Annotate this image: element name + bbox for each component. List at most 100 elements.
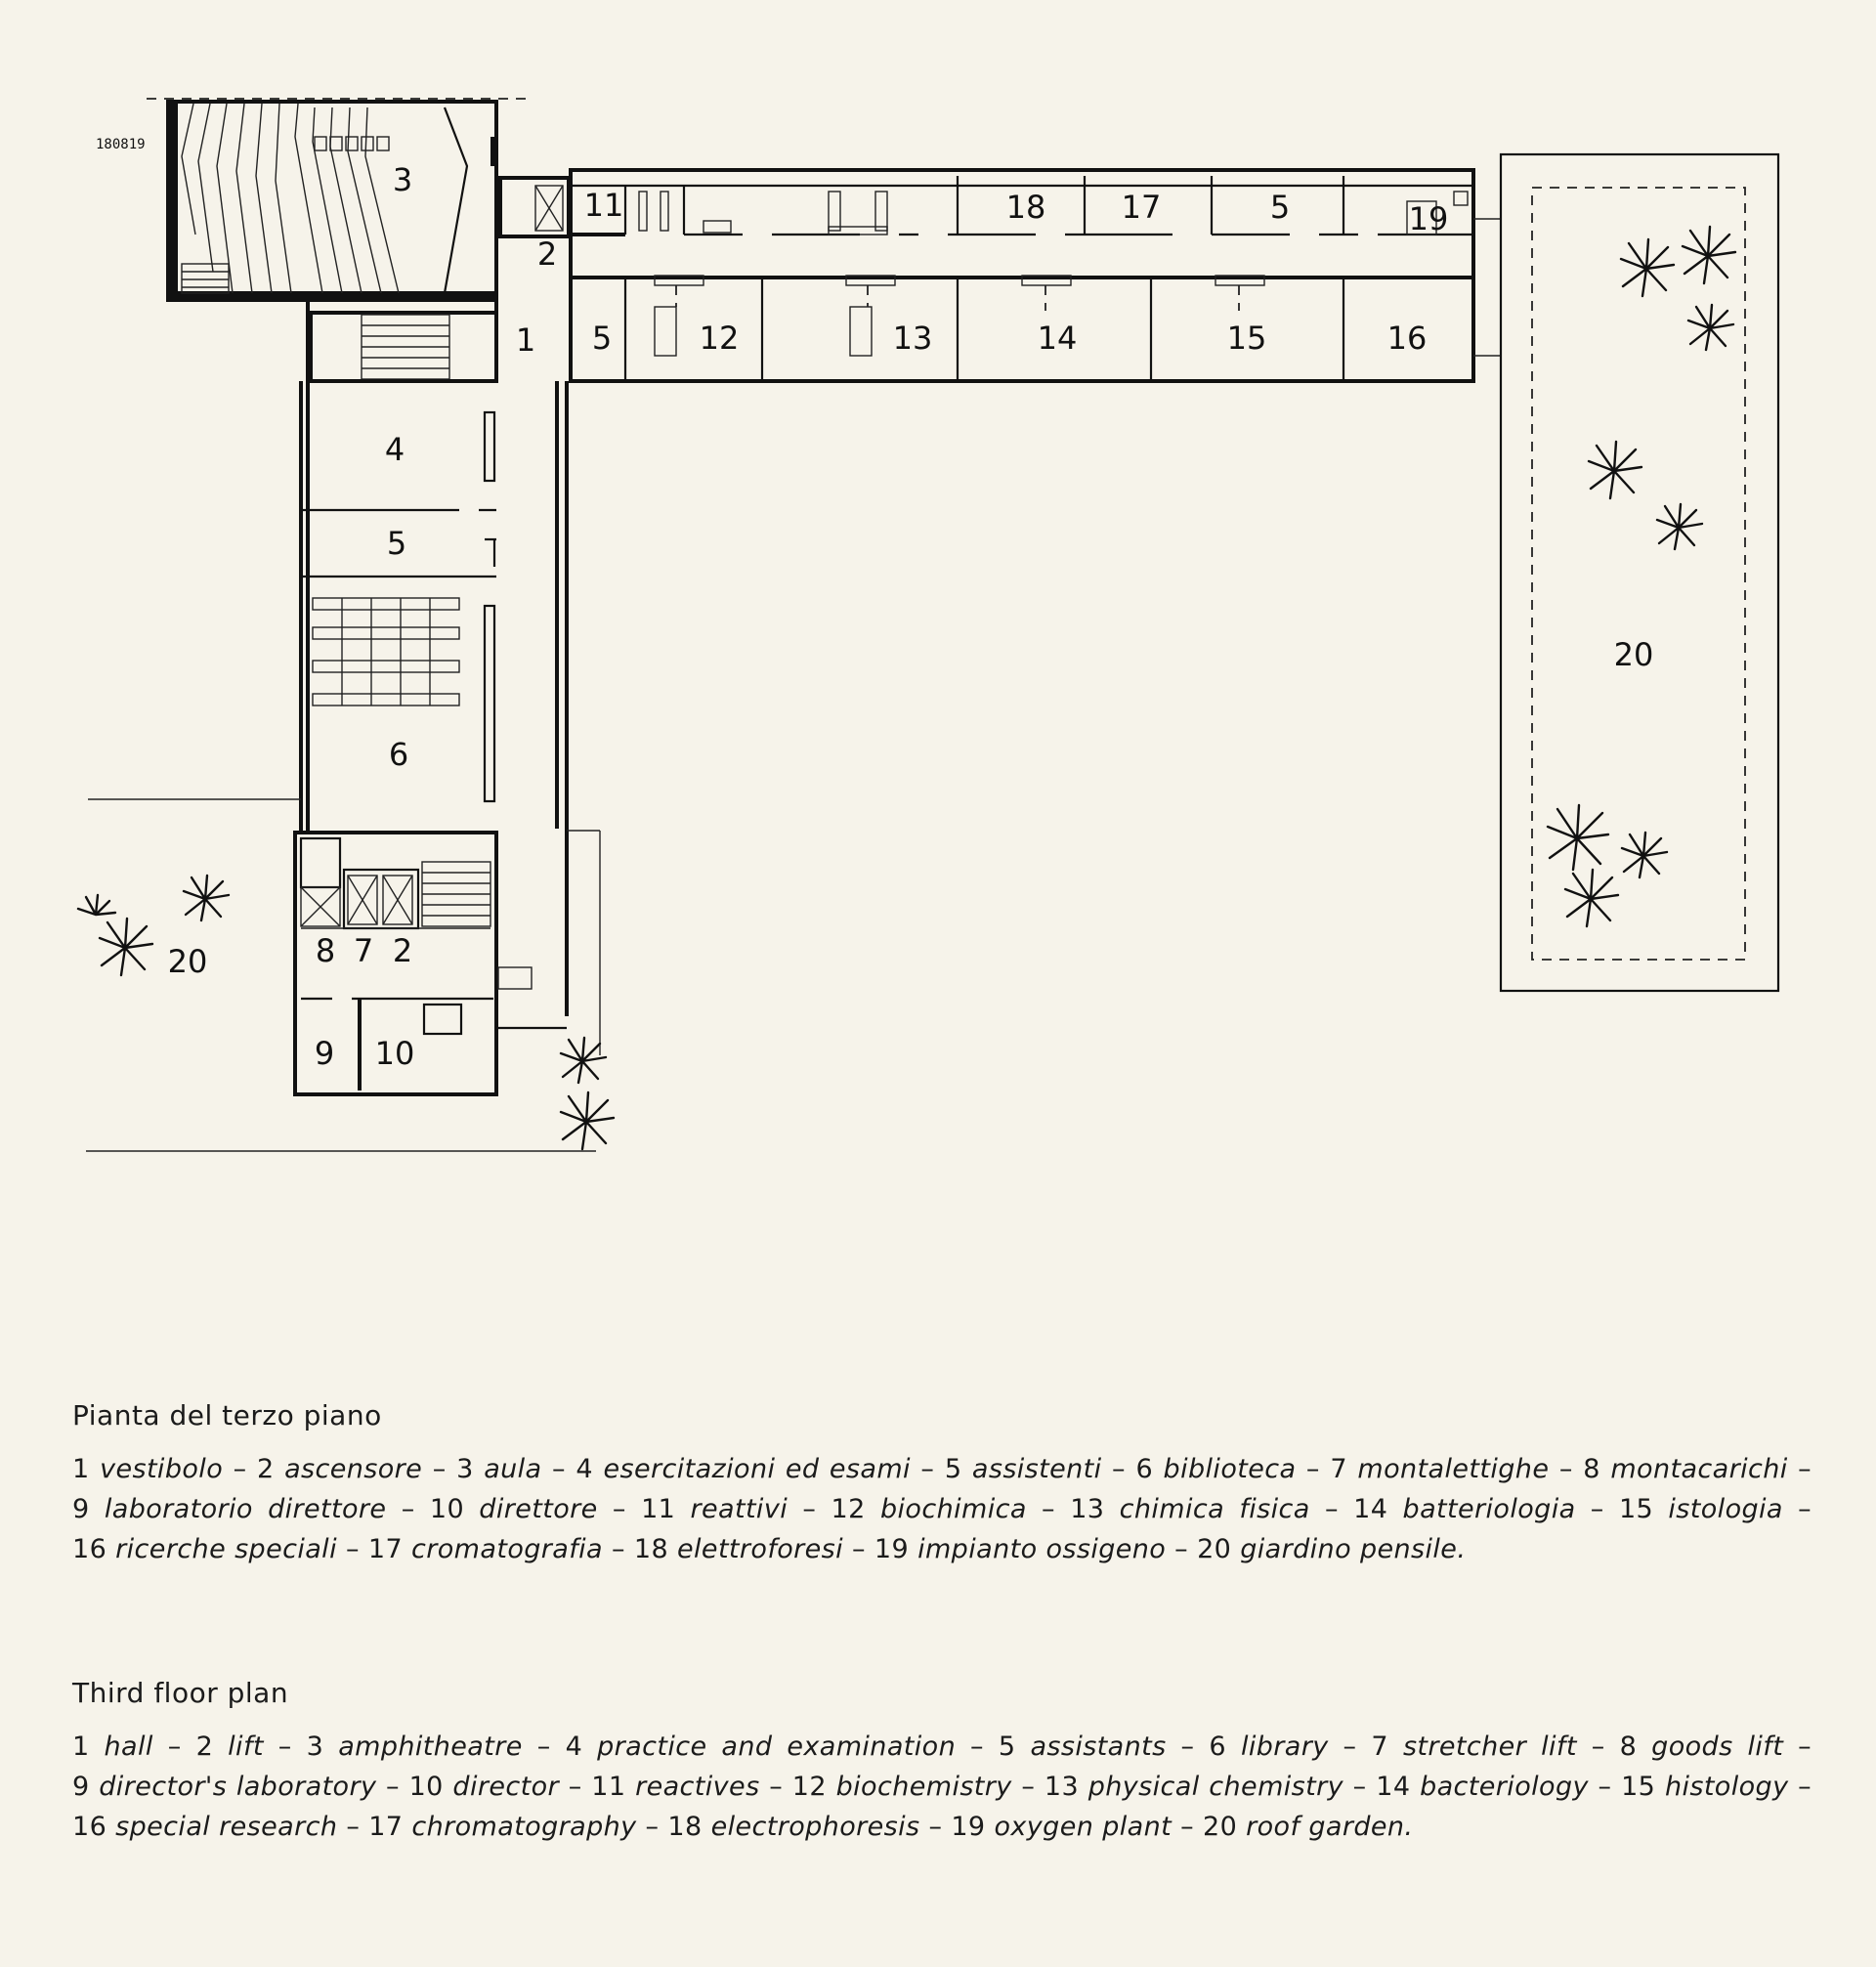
legend-number: 12	[831, 1494, 866, 1524]
legend-text: goods lift	[1651, 1732, 1784, 1762]
room-label-5-corridor: 5	[1270, 189, 1290, 226]
legend-number: 9	[72, 1772, 90, 1802]
legend-item: 14 batteriologia	[1353, 1494, 1575, 1524]
legend-item: 12 biochimica	[831, 1494, 1027, 1524]
legend-item: 6 biblioteca	[1135, 1454, 1296, 1484]
legend-number: 13	[1044, 1772, 1080, 1802]
legend-text: lift	[228, 1732, 264, 1762]
room-label-3: 3	[393, 161, 412, 198]
legend-text: montacarichi	[1610, 1454, 1788, 1484]
legend-number: 12	[791, 1772, 827, 1802]
legend-number: 15	[1618, 1494, 1654, 1524]
caption-english: Third floor plan 1 hall – 2 lift – 3 amp…	[72, 1677, 1812, 1847]
legend-text: biochimica	[879, 1494, 1027, 1524]
legend-item: 13 physical chemistry	[1045, 1772, 1343, 1802]
legend-number: 1	[72, 1454, 90, 1484]
legend-text: cromatografia	[411, 1534, 603, 1564]
legend-text: batteriologia	[1402, 1494, 1576, 1524]
legend-number: 16	[72, 1812, 107, 1842]
legend-item: 18 electrophoresis	[667, 1812, 919, 1842]
legend-text: istologia	[1668, 1494, 1783, 1524]
legend-text: library	[1240, 1732, 1329, 1762]
legend-text: direttore	[479, 1494, 598, 1524]
legend-item: 11 reattivi	[641, 1494, 788, 1524]
legend-text: special research	[115, 1812, 338, 1842]
legend-text: biblioteca	[1163, 1454, 1297, 1484]
amphitheatre	[166, 100, 498, 302]
room-label-6: 6	[389, 736, 408, 773]
legend-item: 15 istologia	[1619, 1494, 1783, 1524]
legend-number: 17	[367, 1534, 404, 1564]
legend-item: 17 chromatography	[368, 1812, 636, 1842]
legend-text: vestibolo	[100, 1454, 224, 1484]
room-label-8: 8	[316, 932, 335, 969]
legend-item: 8 goods lift	[1620, 1732, 1784, 1762]
legend-item: 10 director	[409, 1772, 559, 1802]
room-label-11: 11	[584, 187, 624, 224]
legend-number: 5	[944, 1454, 962, 1484]
legend-number: 7	[1330, 1454, 1347, 1484]
room-label-7: 7	[354, 932, 373, 969]
legend-text: roof garden.	[1246, 1812, 1414, 1842]
room-label-18: 18	[1006, 189, 1046, 226]
room-label-14: 14	[1038, 320, 1078, 357]
legend-text: assistants	[1030, 1732, 1167, 1762]
legend-item: 2 ascensore	[257, 1454, 422, 1484]
legend-number: 18	[633, 1534, 669, 1564]
room-label-13: 13	[893, 320, 933, 357]
room-label-16: 16	[1387, 320, 1428, 357]
legend-number: 13	[1070, 1494, 1105, 1524]
legend-number: 3	[306, 1732, 324, 1762]
room-label-20-garden: 20	[1614, 636, 1654, 673]
legend-number: 19	[874, 1534, 910, 1564]
legend-number: 16	[72, 1534, 107, 1564]
legend-item: 4 esercitazioni ed esami	[576, 1454, 911, 1484]
legend-item: 2 lift	[196, 1732, 264, 1762]
caption-title-english: Third floor plan	[72, 1677, 289, 1709]
legend-item: 19 oxygen plant	[951, 1812, 1172, 1842]
legend-number: 3	[456, 1454, 474, 1484]
legend-item: 10 direttore	[430, 1494, 598, 1524]
room-label-19: 19	[1409, 200, 1449, 237]
legend-number: 18	[667, 1812, 703, 1842]
legend-text: amphitheatre	[338, 1732, 523, 1762]
legend-item: 3 amphitheatre	[307, 1732, 523, 1762]
legend-item: 3 aula	[456, 1454, 541, 1484]
legend-number: 2	[257, 1454, 275, 1484]
legend-text: histology	[1664, 1772, 1789, 1802]
legend-text: laboratorio direttore	[104, 1494, 387, 1524]
room-label-12: 12	[700, 320, 740, 357]
room-label-2-top: 2	[537, 235, 557, 273]
legend-text: hall	[104, 1732, 153, 1762]
legend-number: 8	[1583, 1454, 1600, 1484]
legend-text: chimica fisica	[1119, 1494, 1310, 1524]
legend-text: giardino pensile.	[1240, 1534, 1467, 1564]
legend-item: 1 hall	[72, 1732, 153, 1762]
legend-number: 11	[641, 1494, 676, 1524]
legend-text: bacteriology	[1420, 1772, 1589, 1802]
legend-number: 8	[1619, 1732, 1638, 1762]
legend-text: reattivi	[690, 1494, 789, 1524]
horizontal-wing	[569, 168, 1501, 383]
legend-item: 12 biochemistry	[792, 1772, 1012, 1802]
room-label-2-lower: 2	[393, 932, 412, 969]
tree-symbols	[76, 225, 1737, 1151]
legend-item: 11 reactives	[591, 1772, 759, 1802]
room-label-4: 4	[385, 431, 405, 468]
legend-item: 13 chimica fisica	[1070, 1494, 1310, 1524]
legend-number: 9	[72, 1494, 90, 1524]
legend-item: 4 practice and examination	[566, 1732, 957, 1762]
legend-number: 6	[1209, 1732, 1226, 1762]
legend-item: 6 library	[1209, 1732, 1328, 1762]
lift-top	[498, 176, 571, 238]
service-block	[293, 831, 567, 1096]
legend-number: 14	[1376, 1772, 1411, 1802]
legend-number: 15	[1621, 1772, 1656, 1802]
legend-item: 16 ricerche speciali	[72, 1534, 337, 1564]
room-label-5-vertical: 5	[387, 525, 406, 562]
legend-text: electrophoresis	[710, 1812, 920, 1842]
legend-text: aula	[484, 1454, 542, 1484]
room-label-15: 15	[1227, 320, 1267, 357]
room-label-9: 9	[315, 1035, 334, 1072]
legend-item: 17 cromatografia	[368, 1534, 603, 1564]
